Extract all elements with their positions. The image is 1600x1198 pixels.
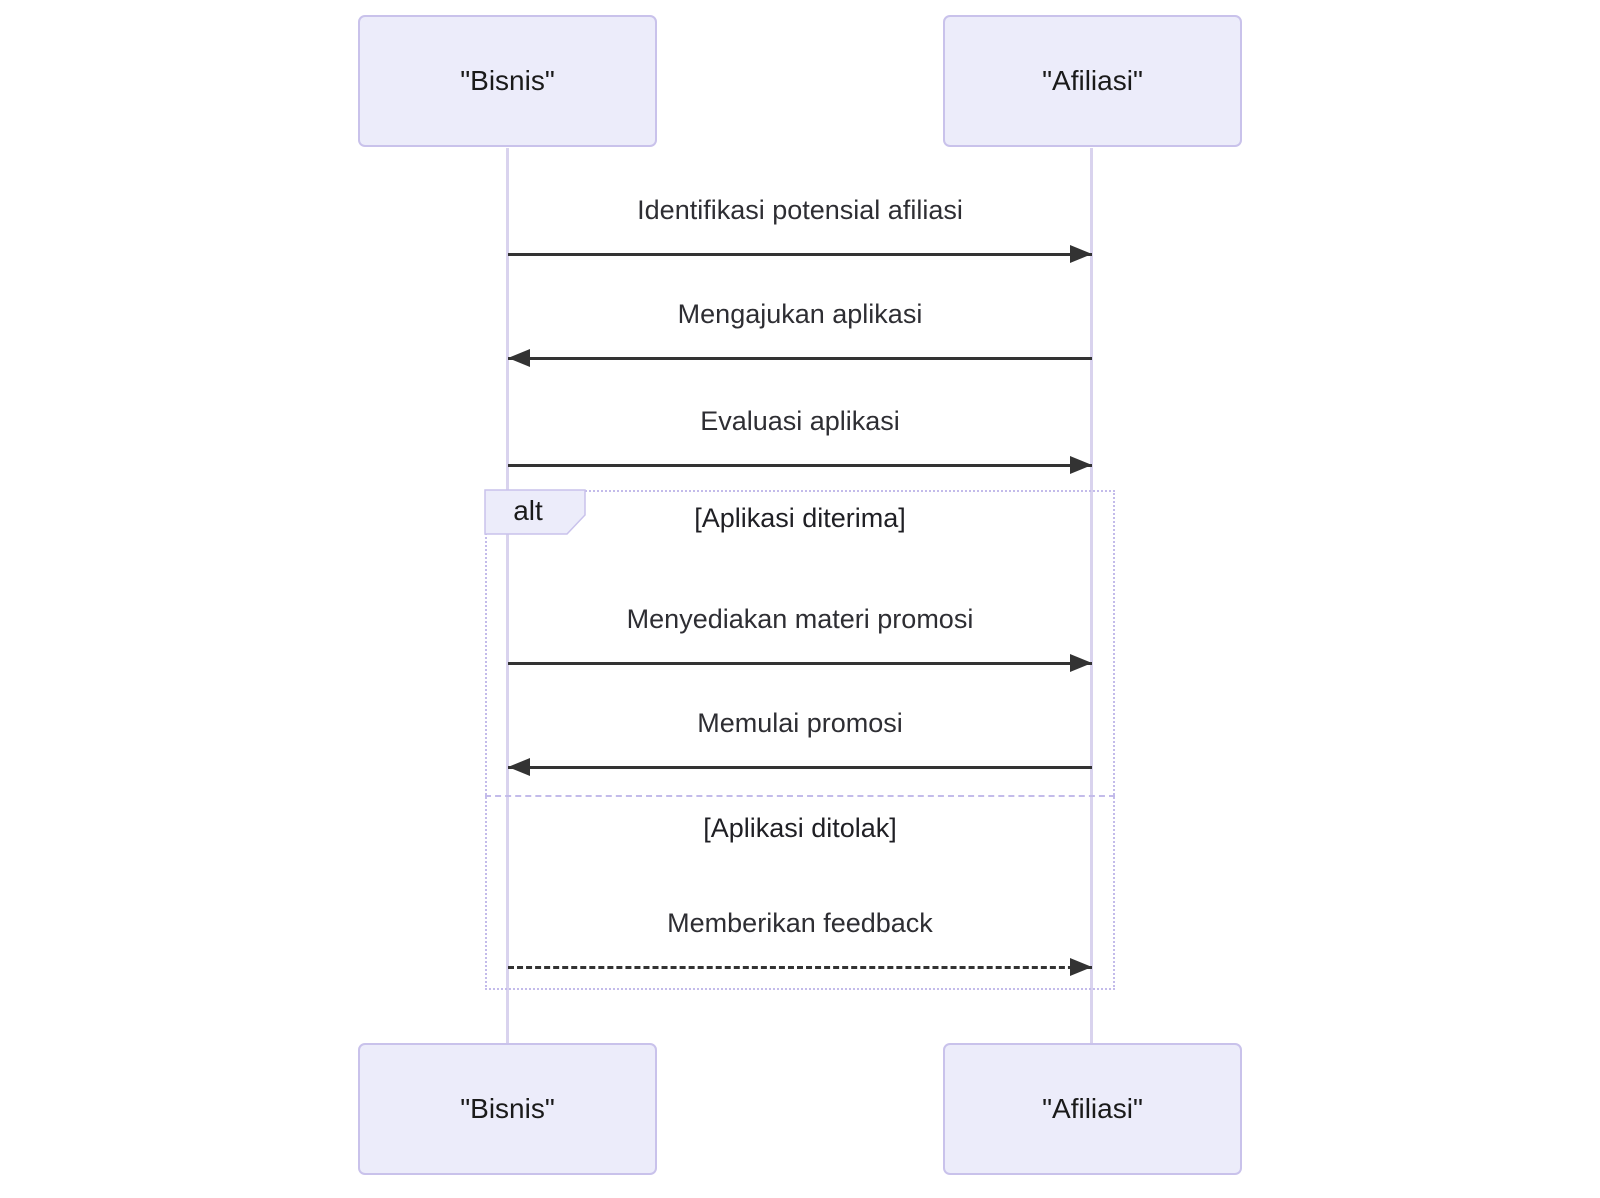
actor-label-afiliasi-bottom: "Afiliasi" bbox=[1042, 1093, 1143, 1124]
message-label-mengajukan: Mengajukan aplikasi bbox=[677, 299, 923, 329]
message-label-menyediakan: Menyediakan materi promosi bbox=[626, 604, 974, 634]
actor-box-afiliasi-bottom: "Afiliasi" bbox=[943, 1043, 1242, 1175]
actor-label-bisnis-bottom: "Bisnis" bbox=[460, 1093, 555, 1124]
message-arrow-feedback bbox=[508, 966, 1092, 969]
arrowhead-right-icon bbox=[1070, 958, 1092, 976]
actor-label-bisnis-top: "Bisnis" bbox=[460, 65, 555, 96]
lifeline-bisnis bbox=[506, 148, 509, 1043]
alt-condition-rejected: [Aplikasi ditolak] bbox=[703, 813, 897, 843]
message-arrow-evaluasi bbox=[508, 464, 1092, 467]
message-label-evaluasi: Evaluasi aplikasi bbox=[700, 406, 900, 436]
alt-operator-label: alt bbox=[513, 495, 543, 526]
lifeline-afiliasi bbox=[1090, 148, 1093, 1043]
actor-box-bisnis-bottom: "Bisnis" bbox=[358, 1043, 657, 1175]
arrowhead-right-icon bbox=[1070, 654, 1092, 672]
actor-box-afiliasi-top: "Afiliasi" bbox=[943, 15, 1242, 147]
message-arrow-identifikasi bbox=[508, 253, 1092, 256]
message-label-identifikasi: Identifikasi potensial afiliasi bbox=[637, 195, 963, 225]
message-arrow-memulai bbox=[508, 766, 1092, 769]
alt-tag-shape bbox=[484, 489, 586, 535]
message-label-feedback: Memberikan feedback bbox=[667, 908, 933, 938]
alt-operator-tag: alt bbox=[484, 489, 586, 535]
alt-frame bbox=[485, 490, 1115, 990]
arrowhead-right-icon bbox=[1070, 245, 1092, 263]
arrowhead-right-icon bbox=[1070, 456, 1092, 474]
message-arrow-menyediakan bbox=[508, 662, 1092, 665]
message-arrow-mengajukan bbox=[508, 357, 1092, 360]
arrowhead-left-icon bbox=[508, 758, 530, 776]
alt-divider bbox=[485, 795, 1115, 797]
alt-condition-accepted: [Aplikasi diterima] bbox=[694, 503, 906, 533]
message-label-memulai: Memulai promosi bbox=[697, 708, 903, 738]
actor-box-bisnis-top: "Bisnis" bbox=[358, 15, 657, 147]
arrowhead-left-icon bbox=[508, 349, 530, 367]
actor-label-afiliasi-top: "Afiliasi" bbox=[1042, 65, 1143, 96]
